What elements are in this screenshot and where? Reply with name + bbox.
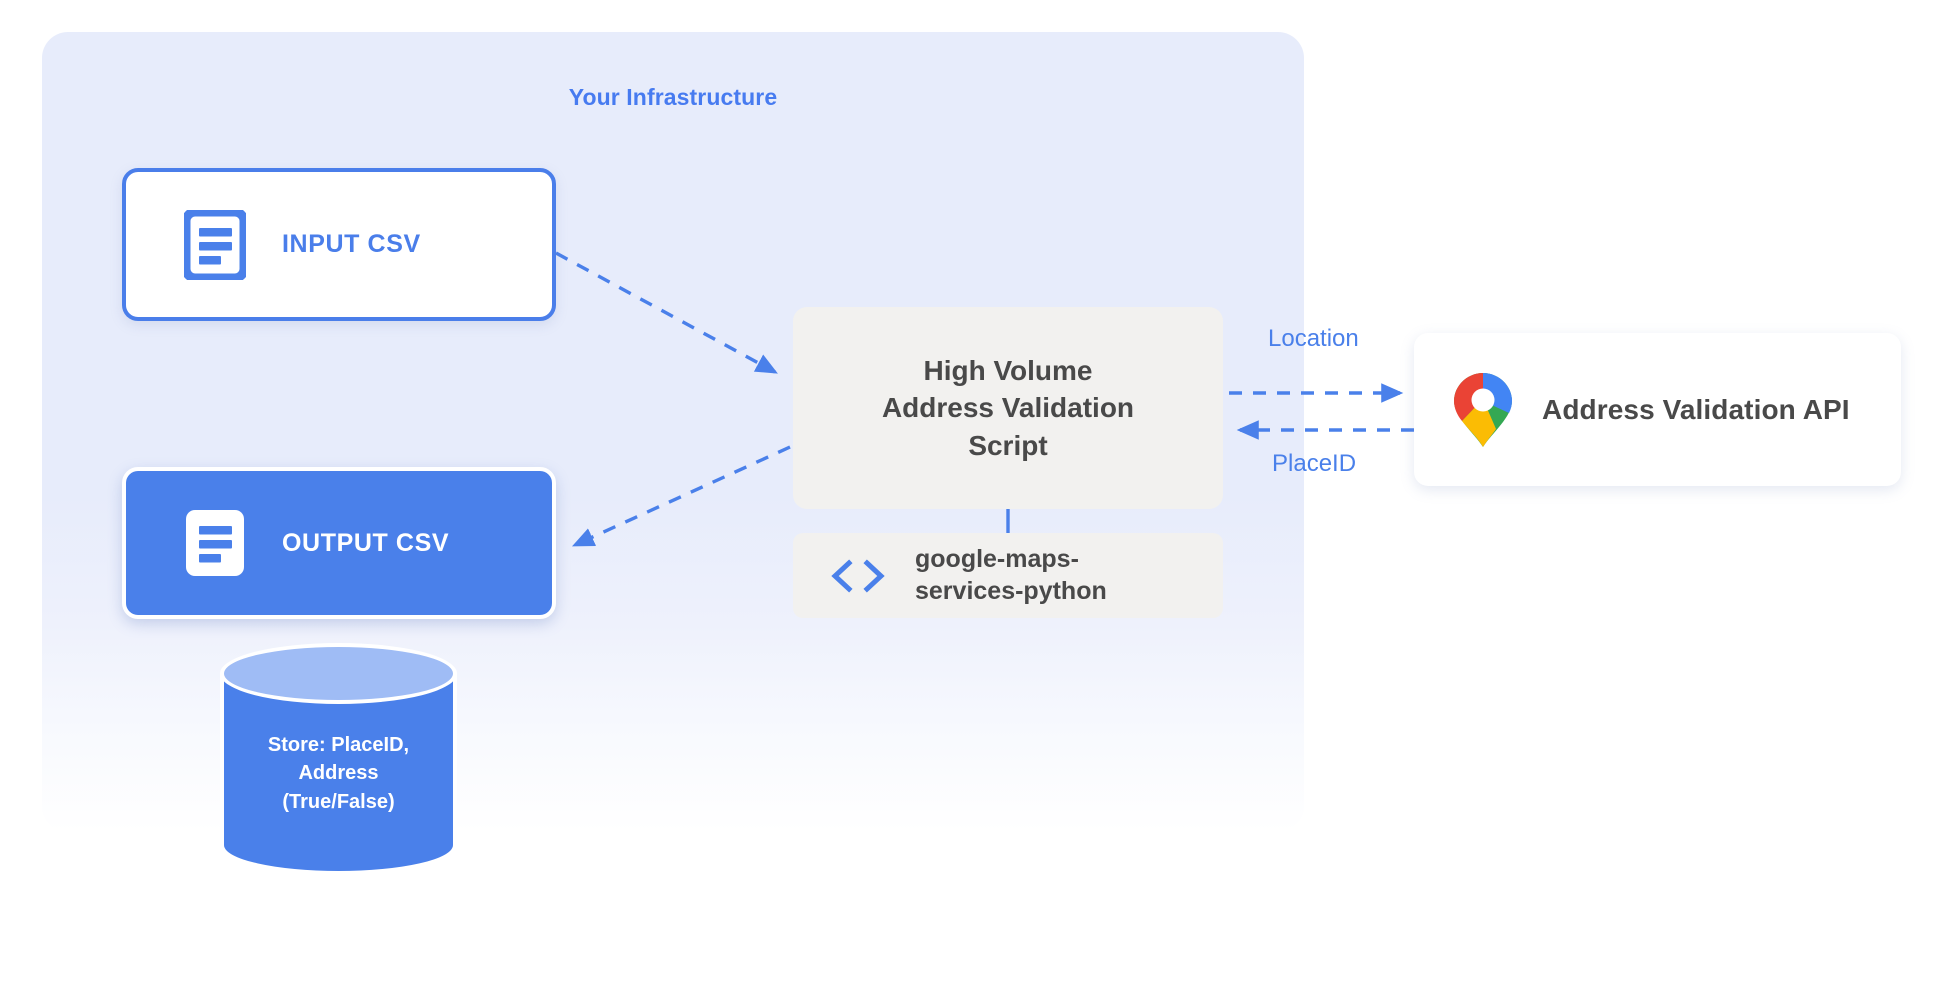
code-brackets-icon [831, 558, 885, 593]
infrastructure-title: Your Infrastructure [568, 84, 778, 110]
google-maps-pin-icon [1454, 372, 1512, 447]
node-label-address-validation-api: Address Validation API [1542, 393, 1850, 425]
edge-label-placeid: PlaceID [1272, 450, 1357, 477]
node-input-csv[interactable]: INPUT CSV [122, 168, 556, 321]
node-database[interactable]: Store: PlaceID, Address (True/False) [220, 643, 457, 875]
node-client-library[interactable]: google-maps- services-python [793, 533, 1223, 618]
edge-label-location: Location [1268, 325, 1359, 352]
node-validation-script[interactable]: High Volume Address Validation Script [793, 307, 1223, 509]
node-label-client-library: google-maps- services-python [915, 545, 1107, 605]
node-label-database: Store: PlaceID, Address (True/False) [267, 734, 410, 813]
node-output-csv[interactable]: OUTPUT CSV [122, 467, 556, 619]
node-address-validation-api[interactable]: Address Validation API [1414, 333, 1901, 486]
node-label-output-csv: OUTPUT CSV [282, 528, 450, 557]
node-label-validation-script: High Volume Address Validation Script [881, 355, 1135, 461]
node-label-input-csv: INPUT CSV [282, 230, 421, 258]
database-top [220, 643, 457, 704]
document-icon [184, 209, 246, 280]
document-icon [186, 510, 244, 576]
